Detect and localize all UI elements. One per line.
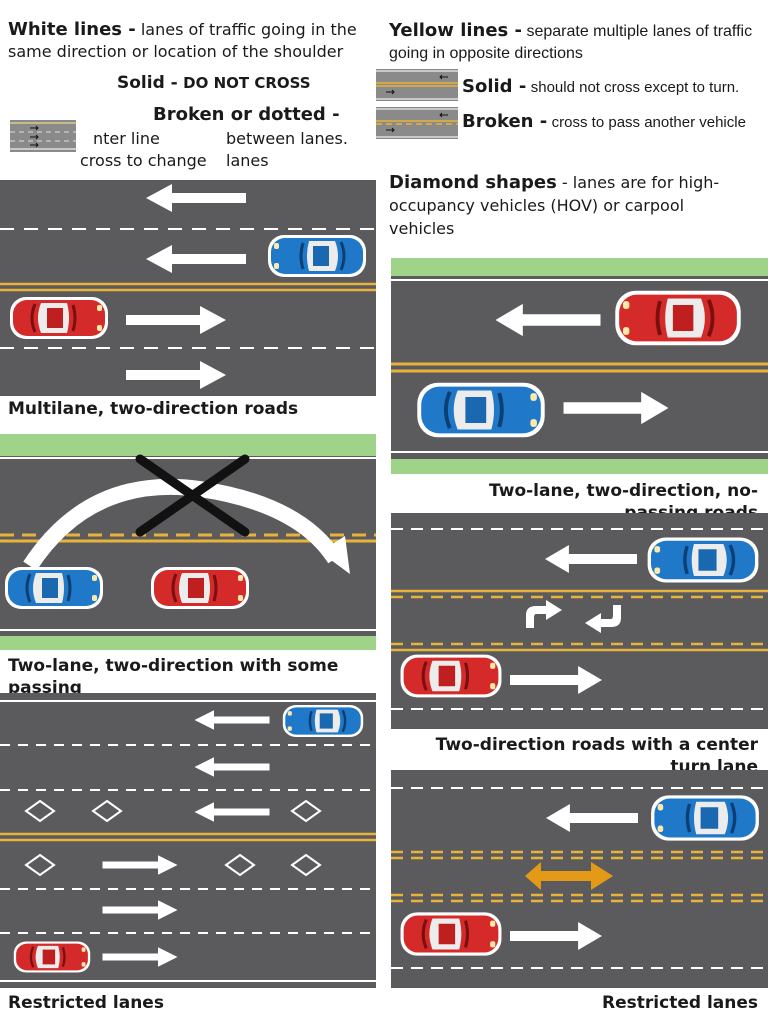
white-lines-description: White lines - lanes of traffic going in … (8, 19, 373, 63)
yellow-broken-label: Broken - (462, 111, 548, 132)
yellow-solid-label: Solid - (462, 76, 527, 97)
yellow-broken-lane-swatch (376, 107, 458, 139)
blue-car (645, 535, 761, 585)
blue-car (649, 793, 761, 843)
two-lane-passing-illustration (0, 434, 376, 650)
multilane-road-illustration (0, 180, 376, 396)
yellow-lines-heading: Yellow lines - (389, 20, 523, 41)
red-car (8, 295, 110, 341)
yellow-lines-description: Yellow lines - separate multiple lanes o… (389, 20, 759, 65)
white-solid-label: Solid - (117, 73, 178, 93)
no-passing-illustration (391, 258, 768, 474)
caption-no-passing: Two-lane, two-direction, no-passing road… (420, 480, 758, 513)
red-car (149, 565, 251, 611)
white-broken-frag-4: lanes (226, 151, 269, 170)
caption-center-turn: Two-direction roads with a center turn l… (400, 734, 758, 770)
white-solid-text: DO NOT CROSS (183, 74, 311, 92)
blue-car (266, 233, 368, 279)
center-turn-lane-illustration (391, 513, 768, 729)
red-car (398, 653, 504, 699)
orange-double-arrow (525, 862, 613, 890)
turn-arrow-right (526, 600, 562, 628)
caption-restricted-right: Restricted lanes (602, 993, 758, 1013)
restricted-lanes-left-illustration (0, 693, 376, 988)
blue-car (3, 565, 105, 611)
white-broken-frag-1: nter line (93, 129, 160, 148)
white-lines-heading: White lines - (8, 19, 136, 40)
yellow-solid-text: should not cross except to turn. (530, 79, 740, 96)
diamond-heading: Diamond shapes (389, 172, 557, 193)
yellow-solid-row: Solid - should not cross except to turn. (462, 76, 739, 97)
red-car (12, 940, 92, 974)
white-broken-frag-3: between lanes. (226, 129, 348, 148)
restricted-lanes-right-illustration (391, 770, 768, 988)
yellow-solid-lane-swatch (376, 69, 458, 101)
diamond-description: Diamond shapes - lanes are for high-occu… (389, 171, 749, 240)
white-broken-lane-swatch (10, 120, 76, 152)
caption-two-lane-passing: Two-lane, two-direction with some passin… (8, 655, 376, 693)
turn-arrow-left (585, 605, 621, 633)
blue-car (281, 703, 365, 739)
red-car (613, 288, 743, 348)
yellow-lines-text: separate multiple lanes of traffic going… (389, 23, 753, 62)
white-lines-text: lanes of traffic going in the same direc… (8, 20, 357, 61)
white-broken-label: Broken or dotted - (153, 104, 340, 125)
diamond-text: - lanes are for high-occupancy vehicles … (389, 173, 720, 238)
yellow-broken-text: cross to pass another vehicle (551, 114, 746, 131)
white-broken-frag-2: cross to change (80, 151, 207, 170)
caption-restricted-left: Restricted lanes (8, 993, 164, 1013)
blue-car (415, 380, 547, 440)
yellow-broken-row: Broken - cross to pass another vehicle (462, 111, 746, 132)
red-car (398, 910, 504, 958)
caption-multilane: Multilane, two-direction roads (8, 399, 299, 419)
white-solid-row: Solid - DO NOT CROSS (117, 73, 311, 93)
x-mark-line (135, 454, 250, 537)
